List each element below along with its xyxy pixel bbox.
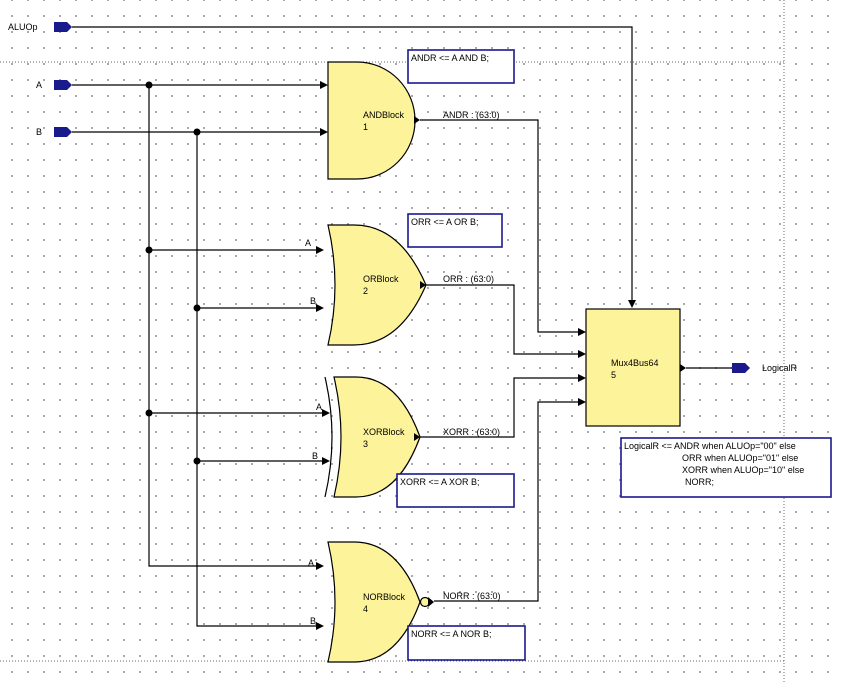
norr-wire <box>434 401 578 602</box>
xorr-signal-label: XORR : (63:0) <box>443 427 500 437</box>
aluop-input-port[interactable]: ALUOp <box>8 22 72 32</box>
mux-code-line-4: NORR; <box>685 477 714 487</box>
nor-b-arrow <box>316 622 324 630</box>
logicalr-output-label: LogicalR <box>762 363 798 373</box>
or-b-arrow <box>316 304 324 312</box>
mux-output-arrow <box>680 364 686 372</box>
and-a-arrow <box>320 81 328 89</box>
orr-wire <box>426 284 578 355</box>
nor-output-arrow <box>428 597 434 607</box>
b-bus-vertical <box>196 132 316 627</box>
and-b-arrow <box>320 128 328 136</box>
a-bus-vertical <box>148 85 316 567</box>
or-gate-num: 2 <box>363 286 368 296</box>
andr-wire <box>420 119 578 333</box>
a-junction-1 <box>145 81 153 89</box>
nor-a-arrow <box>316 562 324 570</box>
or-gate-name: ORBlock <box>363 274 399 284</box>
and-gate-name: ANDBlock <box>363 110 405 120</box>
and-gate-num: 1 <box>363 122 368 132</box>
nor-code-text: NORR <= A NOR B; <box>411 629 492 639</box>
aluop-wire <box>72 26 633 300</box>
or-code-text: ORR <= A OR B; <box>411 217 479 227</box>
orr-signal-label: ORR : (63:0) <box>443 274 494 284</box>
logicalr-output-port[interactable]: LogicalR <box>732 363 798 373</box>
mux-in-1-arrow <box>578 328 586 336</box>
xor-pin-a-label: A <box>316 402 322 412</box>
or-pin-b-label: B <box>310 296 316 306</box>
xor-gate[interactable]: XORBlock 3 A B <box>312 376 421 498</box>
and-output-arrow <box>414 116 420 124</box>
nor-gate-num: 4 <box>363 604 368 614</box>
mux-code-line-3: XORR when ALUOp="10" else <box>682 465 804 475</box>
and-gate[interactable]: ANDBlock 1 <box>327 61 420 180</box>
nor-code-note[interactable]: NORR <= A NOR B; <box>407 625 526 661</box>
a-junction-3 <box>145 409 153 417</box>
mux-in-2-arrow <box>578 350 586 358</box>
b-junction-3 <box>193 457 201 465</box>
nor-gate-name: NORBlock <box>363 592 406 602</box>
xor-output-arrow <box>414 433 420 441</box>
mux-name: Mux4Bus64 <box>611 358 659 368</box>
or-output-arrow <box>420 281 426 289</box>
or-pin-a-label: A <box>305 238 311 248</box>
or-gate[interactable]: ORBlock 2 A B <box>305 224 427 346</box>
xor-code-note[interactable]: XORR <= A XOR B; <box>396 473 515 508</box>
and-code-note[interactable]: ANDR <= A AND B; <box>407 49 515 84</box>
andr-signal-label: ANDR : (63:0) <box>443 110 500 120</box>
xorr-wire <box>420 377 578 438</box>
aluop-arrow <box>628 300 636 308</box>
mux-block[interactable]: Mux4Bus64 5 <box>585 308 686 427</box>
nor-gate[interactable]: NORBlock 4 A B <box>308 541 434 663</box>
mux-code-note[interactable]: LogicalR <= ANDR when ALUOp="00" else OR… <box>620 437 832 498</box>
xor-b-arrow <box>322 457 330 465</box>
and-code-text: ANDR <= A AND B; <box>411 53 489 63</box>
aluop-input-label: ALUOp <box>8 22 38 32</box>
a-input-port[interactable]: A <box>36 80 72 90</box>
b-input-label: B <box>36 127 42 137</box>
nor-pin-b-label: B <box>310 616 316 626</box>
a-input-label: A <box>36 80 42 90</box>
a-junction-2 <box>145 246 153 254</box>
or-a-arrow <box>316 246 324 254</box>
b-input-port[interactable]: B <box>36 127 72 137</box>
b-junction-1 <box>193 128 201 136</box>
mux-code-line-1: LogicalR <= ANDR when ALUOp="00" else <box>624 441 796 451</box>
xor-pin-b-label: B <box>312 451 318 461</box>
b-junction-2 <box>193 304 201 312</box>
norr-signal-label: NORR : (63:0) <box>443 591 501 601</box>
or-code-note[interactable]: ORR <= A OR B; <box>407 213 503 248</box>
mux-num: 5 <box>611 370 616 380</box>
xor-gate-name: XORBlock <box>363 427 405 437</box>
xor-a-arrow <box>322 409 330 417</box>
mux-code-line-2: ORR when ALUOp="01" else <box>682 453 798 463</box>
xor-code-text: XORR <= A XOR B; <box>400 477 480 487</box>
xor-gate-num: 3 <box>363 439 368 449</box>
mux-in-3-arrow <box>578 374 586 382</box>
xor-extra-arc <box>324 376 333 498</box>
mux-in-4-arrow <box>578 398 586 406</box>
nor-pin-a-label: A <box>308 558 314 568</box>
